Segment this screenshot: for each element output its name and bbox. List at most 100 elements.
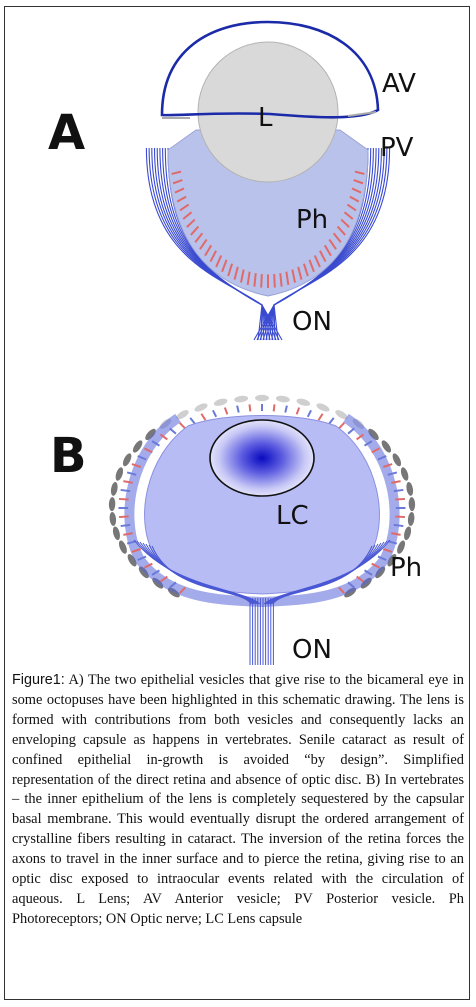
photoreceptor xyxy=(279,273,283,287)
optic-fiber xyxy=(145,147,263,341)
pigment-cell xyxy=(296,398,311,406)
pigment-cell xyxy=(381,440,392,453)
pigment-cell xyxy=(145,428,156,441)
photoreceptor xyxy=(377,555,387,561)
photoreceptor xyxy=(371,562,381,569)
pigment-cell xyxy=(275,395,290,403)
pigment-cell xyxy=(407,511,415,526)
pigment-cell xyxy=(368,428,379,441)
photoreceptor xyxy=(131,463,142,468)
photoreceptor xyxy=(171,170,182,175)
pigment-cell xyxy=(335,410,348,420)
retina-wall xyxy=(124,413,400,608)
photoreceptor xyxy=(332,232,342,243)
photoreceptor xyxy=(182,211,193,220)
photoreceptor-layer-b xyxy=(118,404,406,594)
photoreceptor xyxy=(194,232,204,243)
photoreceptor xyxy=(209,250,217,263)
photoreceptor xyxy=(328,417,335,425)
photoreceptor xyxy=(223,407,229,415)
pigment-cell xyxy=(122,453,132,467)
photoreceptor xyxy=(118,497,129,501)
photoreceptor xyxy=(272,404,276,412)
photoreceptor xyxy=(323,244,332,257)
photoreceptor xyxy=(387,471,398,476)
label-lc: LC xyxy=(276,501,309,531)
photoreceptor xyxy=(159,575,168,583)
photoreceptor xyxy=(253,273,257,287)
photoreceptor xyxy=(371,447,381,454)
photoreceptor xyxy=(199,238,208,250)
photoreceptor xyxy=(354,170,365,175)
pigment-cell xyxy=(176,410,189,420)
photoreceptor xyxy=(391,532,401,536)
photoreceptor xyxy=(120,523,131,528)
pigment-cell xyxy=(112,526,120,541)
pigment-cell xyxy=(132,440,143,453)
photoreceptor xyxy=(200,413,207,421)
photoreceptor xyxy=(204,244,213,257)
photoreceptor xyxy=(126,471,137,476)
photoreceptor xyxy=(151,440,160,447)
photoreceptor xyxy=(186,218,196,228)
photoreceptor xyxy=(131,548,142,553)
pigment-cell xyxy=(127,553,137,567)
photoreceptor xyxy=(395,515,406,519)
retinal-fiber xyxy=(272,545,373,605)
photoreceptor xyxy=(395,497,406,501)
photoreceptor xyxy=(364,569,373,576)
photoreceptor xyxy=(118,515,129,519)
photoreceptor xyxy=(319,250,327,263)
photoreceptor xyxy=(179,203,190,212)
photoreceptor xyxy=(317,413,324,421)
photoreceptor xyxy=(297,266,303,280)
photoreceptor-layer xyxy=(171,170,365,288)
photoreceptor xyxy=(295,407,301,415)
photoreceptor xyxy=(364,440,373,447)
photoreceptor xyxy=(349,195,360,203)
pigment-cell xyxy=(406,481,414,496)
photoreceptor xyxy=(343,211,354,220)
photoreceptor xyxy=(178,586,186,594)
photoreceptor xyxy=(302,263,309,277)
pigment-cell xyxy=(108,497,116,512)
photoreceptor xyxy=(347,581,355,589)
panel-b: B LC Ph ON xyxy=(50,394,422,665)
eye-diagram: A L AV PV Ph ON B LC Ph xyxy=(48,20,422,665)
photoreceptor xyxy=(120,488,131,493)
label-on-a: ON xyxy=(292,307,332,337)
photoreceptor xyxy=(356,433,365,441)
photoreceptor xyxy=(285,271,290,286)
photoreceptor xyxy=(356,575,365,583)
pigment-cell xyxy=(404,526,412,541)
label-l: L xyxy=(258,103,273,133)
pigment-cell xyxy=(400,467,409,481)
photoreceptor xyxy=(151,569,160,576)
photoreceptor xyxy=(346,203,357,212)
photoreceptor xyxy=(338,422,346,430)
panel-a: A L AV PV Ph ON xyxy=(48,20,416,341)
label-ph-a: Ph xyxy=(296,205,328,235)
photoreceptor xyxy=(338,586,346,594)
photoreceptor xyxy=(190,225,200,236)
photoreceptor xyxy=(353,179,364,185)
posterior-vesicle xyxy=(167,129,369,297)
anterior-vesicle xyxy=(160,20,380,119)
pigment-cell xyxy=(255,394,269,402)
photoreceptor xyxy=(273,274,276,288)
photoreceptor xyxy=(169,427,177,435)
photoreceptor xyxy=(143,562,153,569)
pigment-cell xyxy=(109,511,117,526)
label-pv: PV xyxy=(380,133,414,163)
photoreceptor xyxy=(351,187,362,194)
photoreceptor xyxy=(174,187,185,194)
retinal-fiber xyxy=(151,545,252,605)
photoreceptor xyxy=(313,255,321,268)
photoreceptor xyxy=(336,225,346,236)
photoreceptor xyxy=(221,259,228,273)
photoreceptor xyxy=(377,455,387,461)
photoreceptor xyxy=(246,271,251,286)
photoreceptor xyxy=(143,447,153,454)
pigment-cell xyxy=(213,398,228,406)
pigment-cell xyxy=(316,403,330,412)
